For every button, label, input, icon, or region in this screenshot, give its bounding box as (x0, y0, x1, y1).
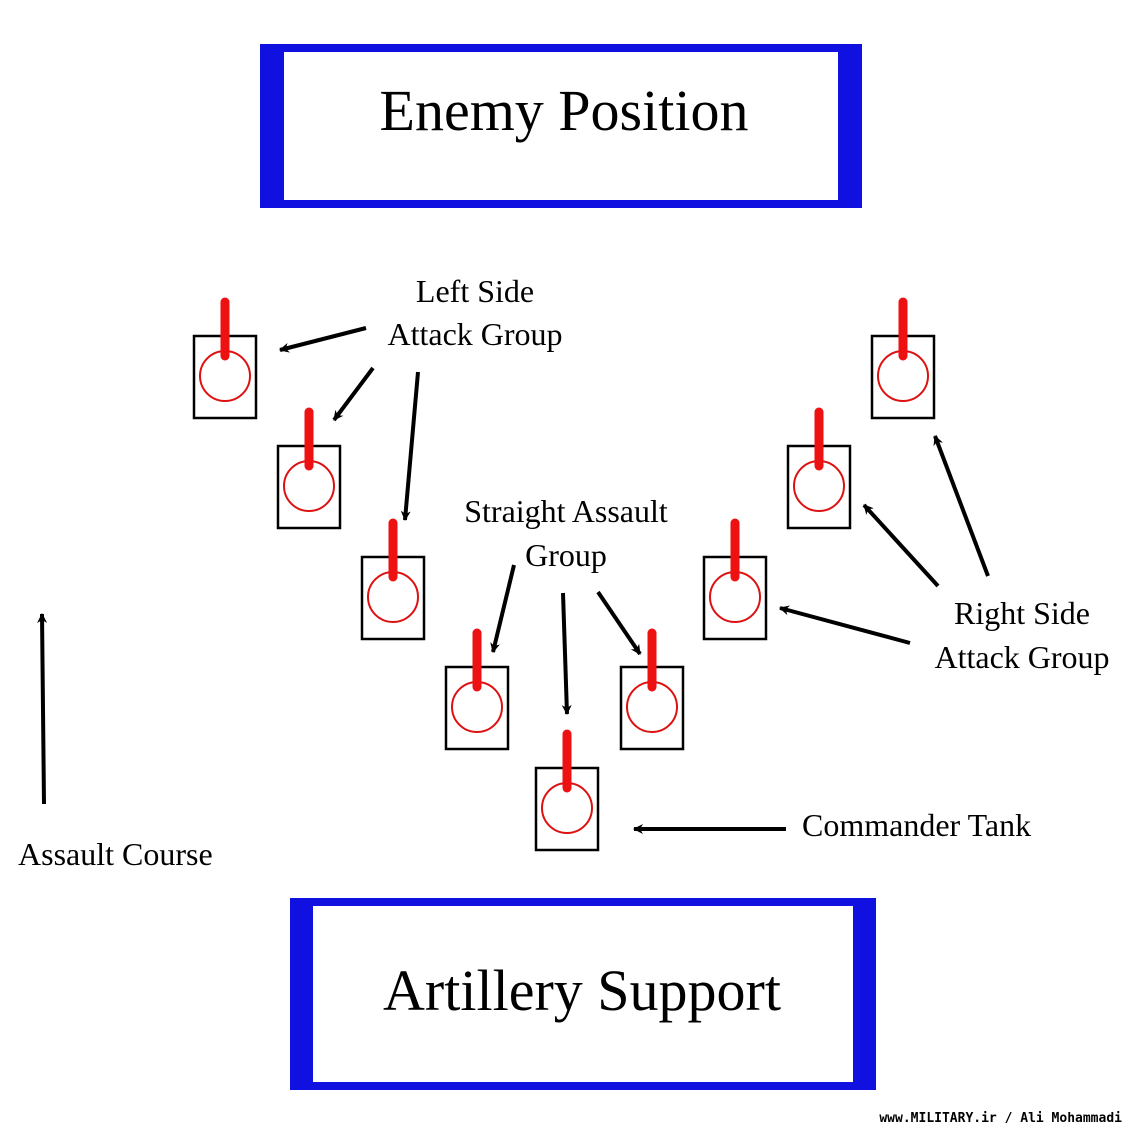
assault-course-label: Assault Course (18, 836, 213, 872)
tank-straight-right (619, 628, 685, 751)
arrow-right-group-3 (779, 605, 911, 645)
tank-right-1 (870, 297, 936, 420)
arrow-left-group-1 (279, 326, 367, 353)
left-group-label-line2: Attack Group (387, 316, 562, 352)
arrow-left-group-2 (332, 366, 375, 422)
right-group-label-line2: Attack Group (934, 639, 1109, 675)
left-group-label-line1: Left Side (416, 273, 534, 309)
arrow-right-group-1 (933, 435, 990, 577)
tank-right-2 (786, 407, 852, 530)
arrow-straight-group-1 (490, 564, 516, 653)
arrow-assault-course (37, 613, 48, 805)
tank-commander (534, 729, 600, 852)
arrows (37, 326, 990, 834)
tank-straight-left (444, 628, 510, 751)
enemy-position-box: Enemy Position (260, 44, 862, 208)
tank-left-3 (360, 518, 426, 641)
arrow-straight-group-3 (596, 590, 642, 656)
tank-right-3 (702, 518, 768, 641)
arrow-left-group-3 (400, 371, 420, 521)
artillery-support-box: Artillery Support (290, 898, 876, 1090)
tank-left-2 (276, 407, 342, 530)
artillery-support-label: Artillery Support (383, 958, 781, 1023)
commander-tank-label: Commander Tank (802, 807, 1031, 843)
arrow-straight-group-2 (561, 592, 572, 715)
tank-formation (192, 297, 936, 852)
credit-watermark: www.MILITARY.ir / Ali Mohammadi (879, 1111, 1122, 1126)
arrow-right-group-2 (862, 503, 940, 588)
straight-group-label-line2: Group (525, 537, 607, 573)
enemy-position-label: Enemy Position (380, 78, 749, 143)
straight-group-label-line1: Straight Assault (464, 493, 668, 529)
tank-left-1 (192, 297, 258, 420)
right-group-label-line1: Right Side (954, 595, 1090, 631)
